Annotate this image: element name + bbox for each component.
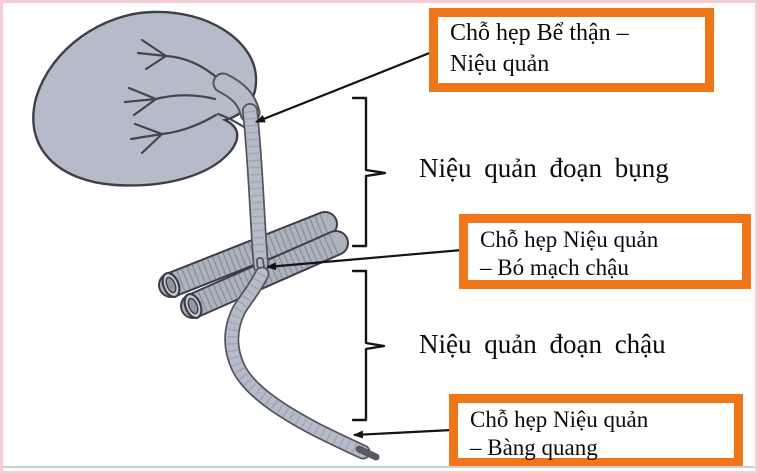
bracket-abdominal-segment [351,96,387,248]
callout-iliac-line2: – Bó mạch chậu [480,255,629,280]
ureter-bladder-tip [355,445,380,461]
label-pelvic-segment: Niệu quản đoạn chậu [419,329,666,359]
callout-bladder-line1: Chỗ hẹp Niệu quản [470,407,649,432]
renal-calyces [123,38,223,155]
kidney-illustration [32,10,258,187]
iliac-vessel-upper [158,211,338,299]
callout-bladder-line2: – Bàng quang [470,435,598,460]
callout-upj-line2: Niệu quản [450,51,550,77]
callout-bladder-box: Chỗ hẹp Niệu quản – Bàng quang [449,394,743,467]
arrow-to-upj [255,50,433,124]
callout-iliac-box: Chỗ hẹp Niệu quản – Bó mạch chậu [459,214,751,289]
callout-iliac-line1: Chỗ hẹp Niệu quản [480,227,659,252]
callout-upj-line1: Chỗ hẹp Bể thận – [450,20,629,46]
label-abdominal-segment: Niệu quản đoạn bụng [419,153,669,183]
ureter [212,72,380,461]
bracket-pelvic-segment [351,269,386,422]
anatomy-illustration [32,10,463,461]
arrow-to-bladder-junction [353,428,453,439]
bottom-divider-line [3,466,755,468]
arrow-to-iliac-crossing [266,248,463,271]
callout-upj-box: Chỗ hẹp Bể thận – Niệu quản [429,8,714,92]
